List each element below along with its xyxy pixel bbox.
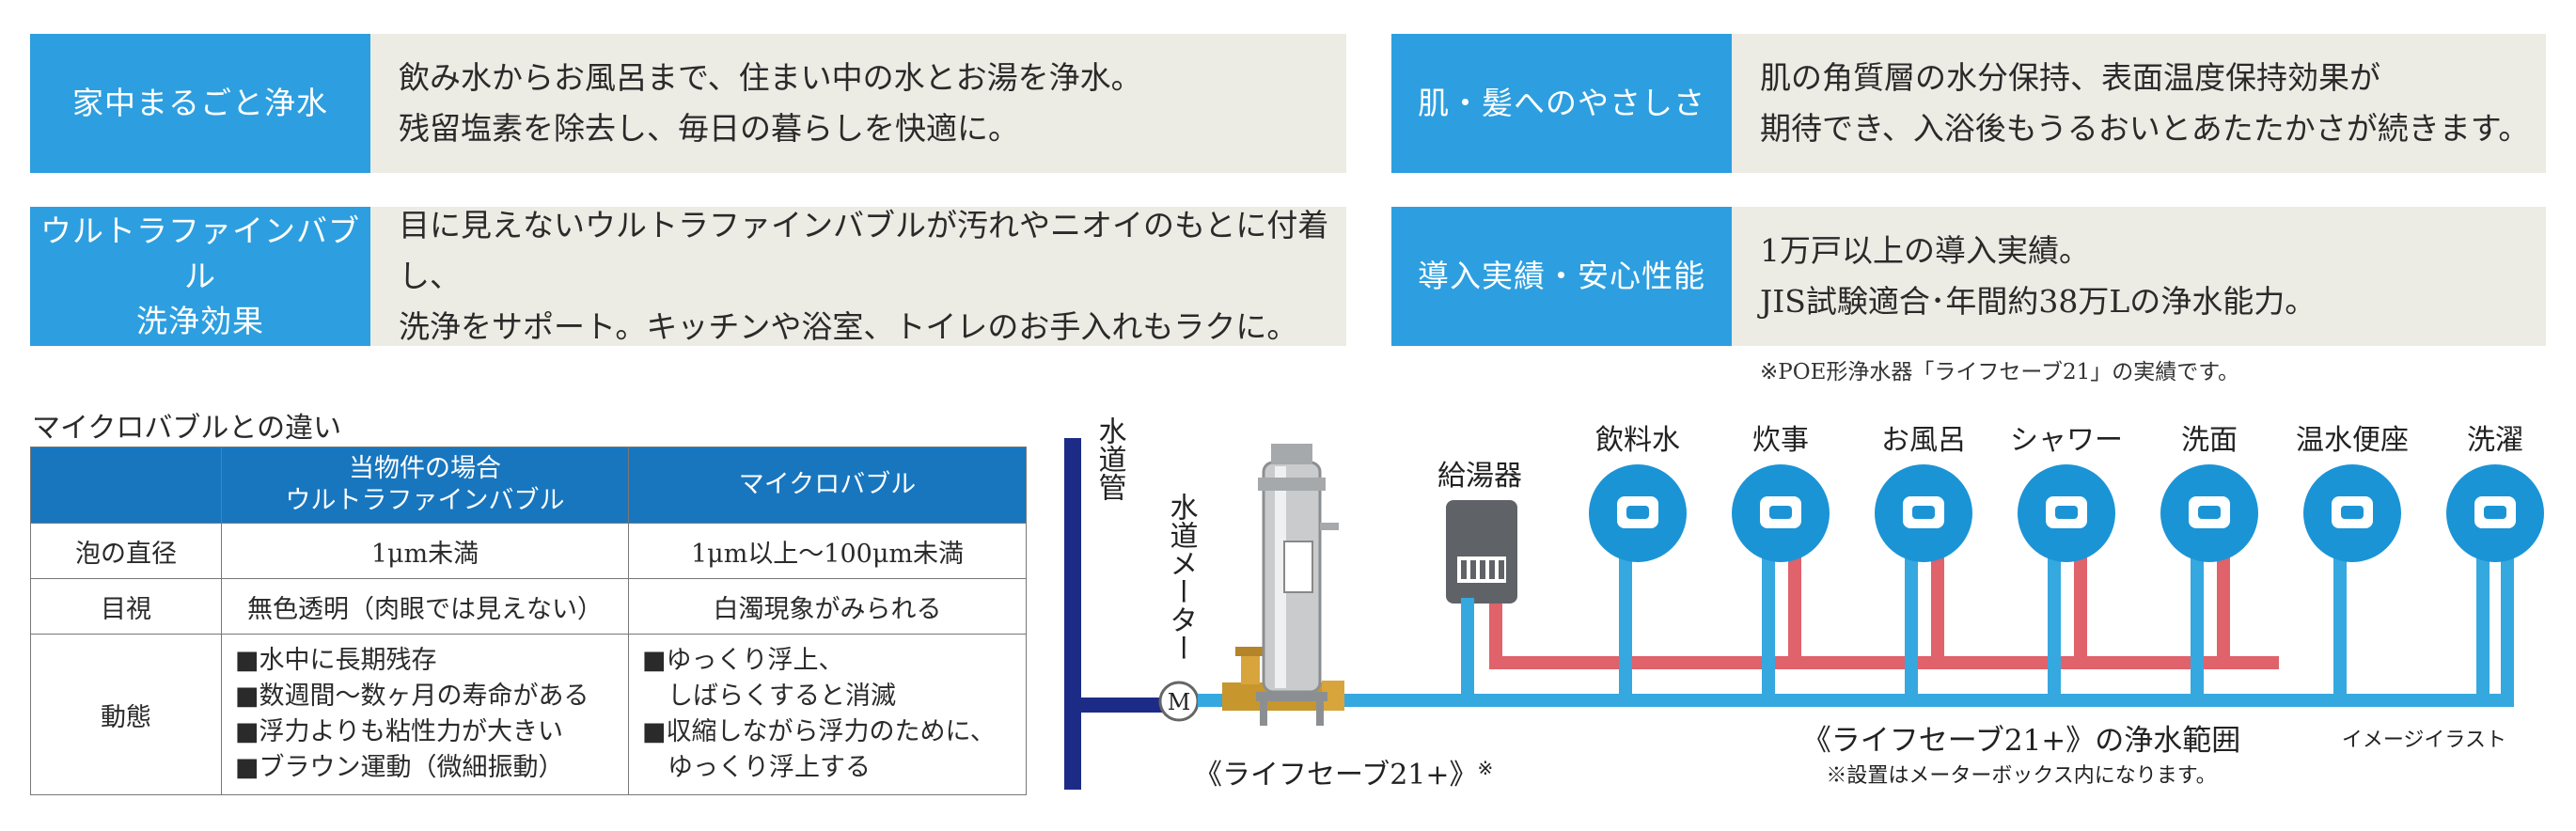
row-head: 泡の直径 <box>30 523 222 579</box>
fixture-label: お風呂 <box>1881 424 1966 457</box>
water-heater-icon <box>1446 500 1517 604</box>
feature-skin-hair: 肌・髪へのやさしさ 肌の角質層の水分保持、表面温度保持効果が期待でき、入浴後もう… <box>1391 34 2546 173</box>
table-row: 泡の直径 1μm未満 1μm以上～100μm未満 <box>30 523 1027 579</box>
cold-drop-pipe <box>2476 557 2490 707</box>
header-microbubble: マイクロバブル <box>628 447 1027 524</box>
cold-drop-pipe <box>2191 557 2204 707</box>
fixture-glyph-icon <box>1903 496 1944 528</box>
feature-label: 導入実績・安心性能 <box>1391 207 1732 346</box>
feature-description: 目に見えないウルトラファインバブルが汚れやニオイのもとに付着し、洗浄をサポート。… <box>370 207 1346 346</box>
plumbing-diagram: 水道管 水道メーター M 《ライフセーブ21+》※ 給湯器 飲料水炊事お <box>1064 416 2544 792</box>
row-head: 目視 <box>30 578 222 635</box>
header-ufb: 当物件の場合ウルトラファインバブル <box>221 447 629 524</box>
hot-main-line <box>1489 656 2279 669</box>
hot-drop-pipe <box>1931 557 1944 669</box>
cold-drop-pipe <box>1762 557 1775 707</box>
feature-ufb-cleaning: ウルトラファインバブル洗浄効果 目に見えないウルトラファインバブルが汚れやニオイ… <box>30 207 1346 346</box>
range-label: 《ライフセーブ21+》の浄水範囲 <box>1802 724 2241 758</box>
comparison-table: 当物件の場合ウルトラファインバブル マイクロバブル 泡の直径 1μm未満 1μm… <box>30 447 1027 795</box>
cell-microbubble: 白濁現象がみられる <box>628 578 1027 635</box>
heater-label: 給湯器 <box>1437 460 1522 493</box>
heater-cold-feed <box>1461 598 1474 707</box>
hot-drop-pipe <box>2074 557 2087 669</box>
fixture-label: 炊事 <box>1752 424 1809 457</box>
cold-drop-pipe <box>2048 557 2061 707</box>
table-row: 動態 ■水中に長期残存■数週間～数ヶ月の寿命がある ■浮力よりも粘性力が大きい■… <box>30 634 1027 795</box>
cell-ufb: 無色透明（肉眼では見えない） <box>221 578 629 635</box>
fixture-label: 洗濯 <box>2467 424 2523 457</box>
fixture-label: シャワー <box>2010 424 2123 457</box>
feature-label: ウルトラファインバブル洗浄効果 <box>30 207 370 346</box>
comparison-title: マイクロバブルとの違い <box>32 412 342 445</box>
cold-main-line <box>1198 694 2514 707</box>
meter-symbol: M <box>1168 689 1191 715</box>
fixture-label: 洗面 <box>2181 424 2238 457</box>
row-head: 動態 <box>30 634 222 795</box>
cold-right-drop <box>2501 551 2514 707</box>
table-header-row: 当物件の場合ウルトラファインバブル マイクロバブル <box>30 447 1027 524</box>
feature-track-record: 導入実績・安心性能 1万戸以上の導入実績。JIS試験適合･年間約38万Lの浄水能… <box>1391 207 2546 346</box>
meter-label: 水道メーター <box>1165 493 1198 662</box>
feature-description: 1万戸以上の導入実績。JIS試験適合･年間約38万Lの浄水能力。 <box>1732 207 2546 346</box>
cold-drop-pipe <box>1619 557 1632 707</box>
product-label: 《ライフセーブ21+》※ <box>1194 757 1493 792</box>
feature-description: 肌の角質層の水分保持、表面温度保持効果が期待でき、入浴後もうるおいとあたたかさが… <box>1732 34 2546 173</box>
feature-description: 飲み水からお風呂まで、住まい中の水とお湯を浄水。残留塩素を除去し、毎日の暮らしを… <box>370 34 1346 173</box>
feature-label: 肌・髪へのやさしさ <box>1391 34 1732 173</box>
water-main-pipe <box>1064 438 1081 790</box>
fixture-label: 飲料水 <box>1595 424 1680 457</box>
range-note: ※設置はメーターボックス内になります。 <box>1826 764 2216 788</box>
image-note: イメージイラスト <box>2342 729 2506 752</box>
hot-riser <box>1489 598 1502 669</box>
fixture-glyph-icon <box>2189 496 2230 528</box>
header-empty <box>30 447 222 524</box>
table-row: 目視 無色透明（肉眼では見えない） 白濁現象がみられる <box>30 578 1027 635</box>
cold-drop-pipe <box>1905 557 1918 707</box>
fixtures-group: 飲料水 炊事 お風呂 シャワー 洗面 温水便座 洗濯 <box>1589 424 2544 707</box>
fixture-glyph-icon <box>2046 496 2087 528</box>
hot-drop-pipe <box>2217 557 2230 669</box>
feature-whole-house: 家中まるごと浄水 飲み水からお風呂まで、住まい中の水とお湯を浄水。残留塩素を除去… <box>30 34 1346 173</box>
water-main-label: 水道管 <box>1093 416 1126 501</box>
fixture-glyph-icon <box>2332 496 2373 528</box>
cell-microbubble: ■ゆっくり浮上、 しばらくすると消滅 ■収縮しながら浮力のために、 ゆっくり浮上… <box>628 634 1027 795</box>
performance-note: ※POE形浄水器「ライフセーブ21」の実績です。 <box>1760 360 2239 384</box>
cell-microbubble: 1μm以上～100μm未満 <box>628 523 1027 579</box>
fixture-glyph-icon <box>1760 496 1801 528</box>
feature-label: 家中まるごと浄水 <box>30 34 370 173</box>
cold-drop-pipe <box>2333 557 2347 707</box>
cell-ufb: ■水中に長期残存■数週間～数ヶ月の寿命がある ■浮力よりも粘性力が大きい■ブラウ… <box>221 634 629 795</box>
water-main-branch <box>1064 698 1170 713</box>
hot-drop-pipe <box>1788 557 1801 669</box>
fixture-glyph-icon <box>2474 496 2516 528</box>
fixture-glyph-icon <box>1617 496 1658 528</box>
life-save-filter-icon <box>1222 444 1344 726</box>
fixture-label: 温水便座 <box>2296 424 2409 457</box>
cell-ufb: 1μm未満 <box>221 523 629 579</box>
